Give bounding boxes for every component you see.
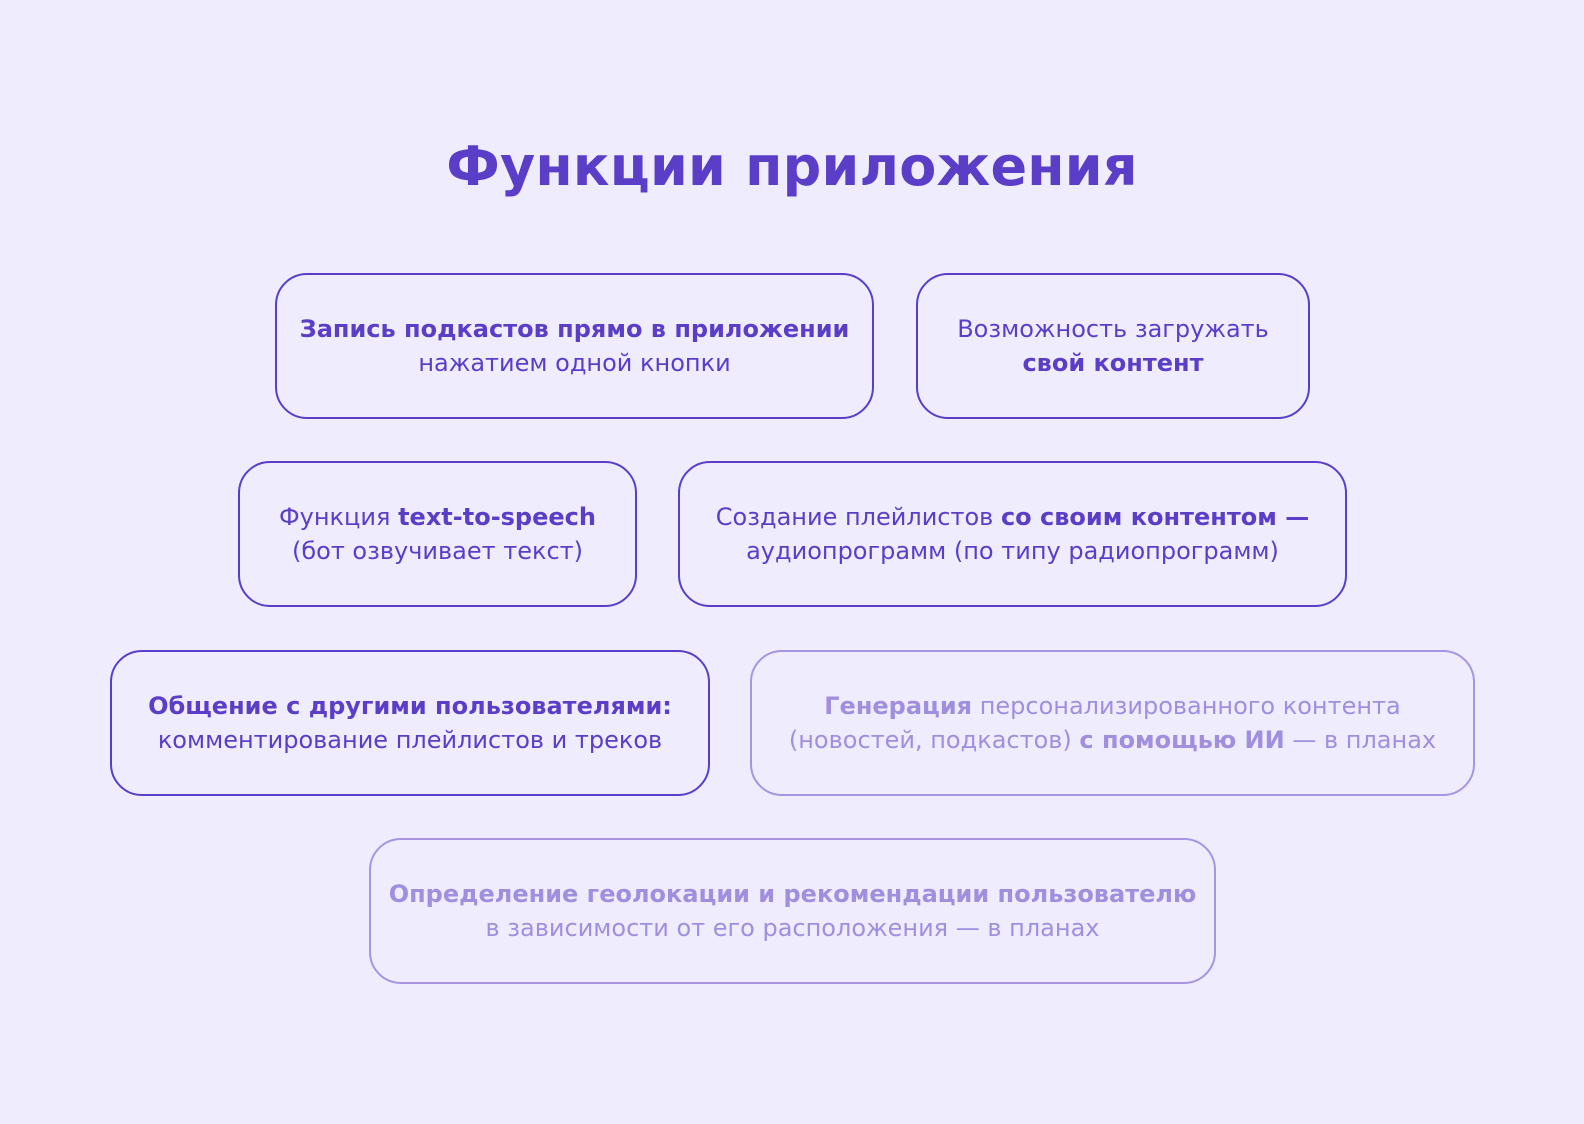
card-line-2: (новостей, подкастов) с помощью ИИ — в п…: [789, 723, 1436, 757]
card-line-2: свой контент: [1022, 346, 1203, 380]
card-text: в зависимости от его расположения — в пл…: [485, 914, 1100, 942]
card-text: Функция: [279, 503, 399, 531]
card-line-1: Определение геолокации и рекомендации по…: [389, 877, 1197, 911]
card-line-2: нажатием одной кнопки: [418, 346, 730, 380]
card-text-bold: свой контент: [1022, 349, 1204, 377]
card-text-bold: Определение геолокации и рекомендации по…: [388, 880, 1197, 908]
card-text-bold: Генерация: [824, 692, 973, 720]
card-text: нажатием одной кнопки: [418, 349, 731, 377]
card-line-2: комментирование плейлистов и треков: [158, 723, 662, 757]
card-line-1: Создание плейлистов со своим контентом —: [716, 500, 1309, 534]
card-line-1: Возможность загружать: [957, 312, 1269, 346]
feature-card-communication: Общение с другими пользователями: коммен…: [110, 650, 710, 796]
card-line-1: Общение с другими пользователями:: [148, 689, 672, 723]
card-text: Возможность загружать: [957, 315, 1269, 343]
card-line-2: (бот озвучивает текст): [292, 534, 583, 568]
card-text: (бот озвучивает текст): [291, 537, 584, 565]
feature-card-ai-generation: Генерация персонализированного контента …: [750, 650, 1475, 796]
card-text-bold: text-to-speech: [398, 503, 596, 531]
card-text: комментирование плейлистов и треков: [157, 726, 663, 754]
card-text: аудиопрограмм (по типу радиопрограмм): [746, 537, 1279, 565]
card-text: персонализированного контента: [972, 692, 1401, 720]
feature-card-podcast-recording: Запись подкастов прямо в приложении нажа…: [275, 273, 874, 419]
feature-card-geolocation: Определение геолокации и рекомендации по…: [369, 838, 1216, 984]
feature-card-text-to-speech: Функция text-to-speech (бот озвучивает т…: [238, 461, 637, 607]
card-text-bold: Общение с другими пользователями:: [148, 692, 672, 720]
card-line-2: в зависимости от его расположения — в пл…: [486, 911, 1100, 945]
feature-card-upload-content: Возможность загружать свой контент: [916, 273, 1310, 419]
card-text-bold: с помощью ИИ: [1079, 726, 1285, 754]
card-text: (новостей, подкастов): [788, 726, 1080, 754]
card-text-bold: со своим контентом —: [1000, 503, 1310, 531]
card-text-bold: Запись подкастов прямо в приложении: [299, 315, 850, 343]
card-text: Создание плейлистов: [715, 503, 1001, 531]
card-line-1: Генерация персонализированного контента: [824, 689, 1400, 723]
card-line-1: Запись подкастов прямо в приложении: [300, 312, 850, 346]
card-text-tail: — в планах: [1284, 726, 1437, 754]
page-title: Функции приложения: [446, 135, 1138, 198]
card-line-2: аудиопрограмм (по типу радиопрограмм): [746, 534, 1279, 568]
card-line-1: Функция text-to-speech: [279, 500, 596, 534]
feature-card-playlists: Создание плейлистов со своим контентом —…: [678, 461, 1347, 607]
